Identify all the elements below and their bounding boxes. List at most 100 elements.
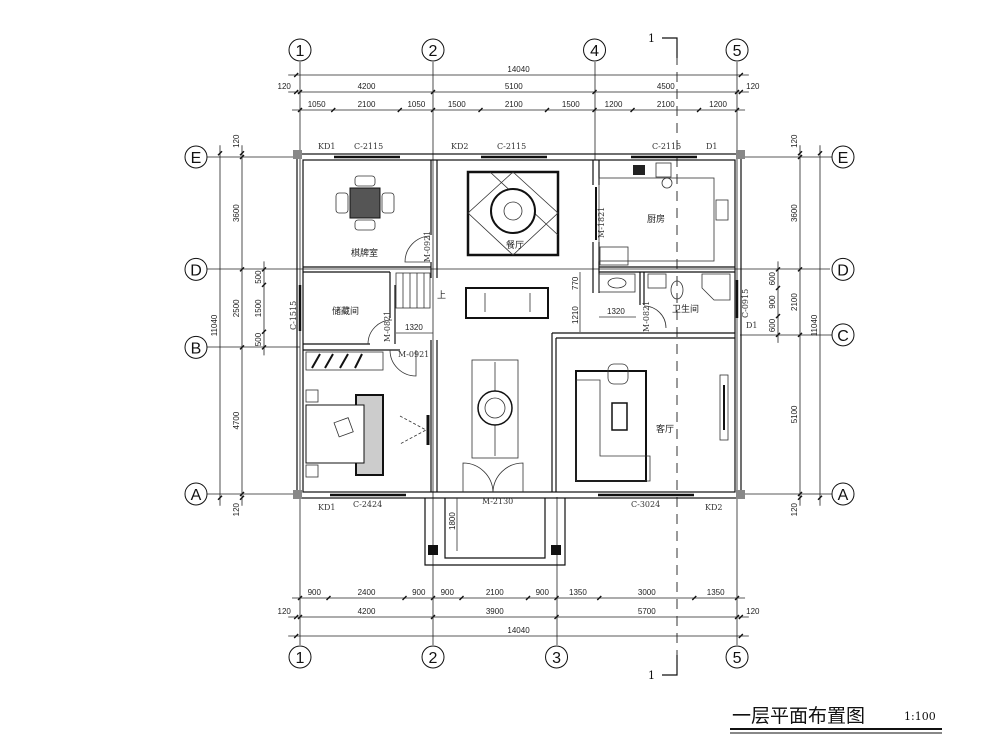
section-mark-bottom: 1: [648, 669, 655, 682]
dimension-tick: [217, 150, 223, 156]
doors: [367, 187, 667, 493]
dimension-tick: [239, 495, 245, 501]
dimension-label: 5100: [505, 82, 523, 91]
axis-label: A: [191, 487, 202, 504]
label-d1: D1: [746, 321, 758, 330]
dimension-label: 500: [254, 332, 263, 346]
dimension-label: 2400: [358, 588, 376, 597]
bed: [305, 351, 430, 478]
axis-label: 4: [590, 43, 599, 60]
dimension-tick: [261, 282, 267, 288]
axis-bubble-3: 3: [545, 645, 569, 669]
label-c1515: C-1515: [289, 301, 298, 330]
right-total-dimension: 11040: [810, 145, 823, 506]
dimension-label: 120: [790, 134, 799, 148]
dimension-tick: [261, 329, 267, 335]
dimension-tick: [797, 495, 803, 501]
bottom-total-dimension: 14040: [288, 626, 749, 639]
dimension-label: 2100: [486, 588, 504, 597]
label-m2130: M-2130: [482, 497, 513, 506]
axis-label: 3: [552, 650, 561, 667]
axis-circle: [184, 335, 208, 359]
dimension-label: 600: [768, 271, 777, 285]
dimension-label: 900: [536, 588, 550, 597]
axis-circle: [831, 482, 855, 506]
dimension-tick: [691, 595, 697, 601]
axis-bubble-1: 1: [288, 645, 312, 669]
axis-label: D: [837, 262, 849, 279]
axis-bubble-D: D: [831, 257, 855, 281]
room-label-dining: 餐厅: [506, 239, 524, 251]
drawing-title: 一层平面布置图: [732, 705, 865, 727]
dimension-tick: [630, 107, 636, 113]
axis-label: 1: [296, 43, 305, 60]
dimension-label: 1200: [605, 100, 623, 109]
drawing-scale: 1:100: [904, 710, 936, 723]
label-kd1: KD1: [318, 503, 335, 512]
dimension-tick: [293, 614, 299, 620]
section-mark-top: 1: [648, 32, 655, 45]
dimension-tick: [397, 107, 403, 113]
dimension-label: 1500: [562, 100, 580, 109]
dimension-tick: [293, 633, 299, 639]
label-c0915: C-0915: [741, 289, 750, 318]
dimension-tick: [817, 150, 823, 156]
axis-circle: [421, 38, 445, 62]
dimension-tick: [738, 89, 744, 95]
room-label-storage: 储藏间: [332, 305, 359, 317]
dimension-label: 3600: [232, 204, 241, 222]
kitchen-fixtures: [598, 162, 729, 266]
dimension-label: 1500: [448, 100, 466, 109]
dimension-label: 2500: [232, 299, 241, 317]
dimension-label: 3000: [638, 588, 656, 597]
dimension-tick: [738, 72, 744, 78]
walls: [293, 150, 745, 566]
dimension-label: 1350: [569, 588, 587, 597]
label-m0921: M-0921: [423, 231, 432, 262]
dimension-label: 600: [768, 318, 777, 332]
label-c2115: C-2115: [497, 142, 526, 151]
axis-circle: [831, 257, 855, 281]
axis-circle: [545, 645, 569, 669]
axis-bubble-A: A: [184, 482, 208, 506]
axis-bubble-C: C: [831, 323, 855, 347]
axis-label: E: [191, 150, 202, 167]
axis-label: 5: [733, 650, 742, 667]
top-total-dimension: 14040: [288, 65, 749, 78]
label-c3024: C-3024: [631, 500, 660, 509]
dimension-label: 1200: [709, 100, 727, 109]
dimension-tick: [775, 285, 781, 291]
dim-porch-1800: 1800: [448, 512, 457, 530]
entrance-screen: [471, 359, 519, 459]
dimension-tick: [592, 107, 598, 113]
axis-circle: [184, 482, 208, 506]
axis-bubble-D: D: [184, 257, 208, 281]
dining-table: [466, 170, 560, 257]
axis-circle: [831, 323, 855, 347]
dimension-label: 120: [232, 502, 241, 516]
dimension-label: 4700: [232, 411, 241, 429]
axis-circle: [725, 645, 749, 669]
bathroom-fixtures: [598, 273, 731, 301]
dimension-label: 2100: [657, 100, 675, 109]
dimension-label: 14040: [507, 65, 530, 74]
axis-bubble-A: A: [831, 482, 855, 506]
left-total-dimension: 11040: [210, 145, 223, 506]
label-d1: D1: [706, 142, 718, 151]
dimension-label: 900: [441, 588, 455, 597]
axis-label: C: [837, 328, 849, 345]
axis-circle: [184, 257, 208, 281]
label-m1821: M-1821: [597, 207, 606, 238]
dimension-label: 11040: [210, 314, 219, 336]
dimension-tick: [525, 595, 531, 601]
label-c2115: C-2115: [652, 142, 681, 151]
